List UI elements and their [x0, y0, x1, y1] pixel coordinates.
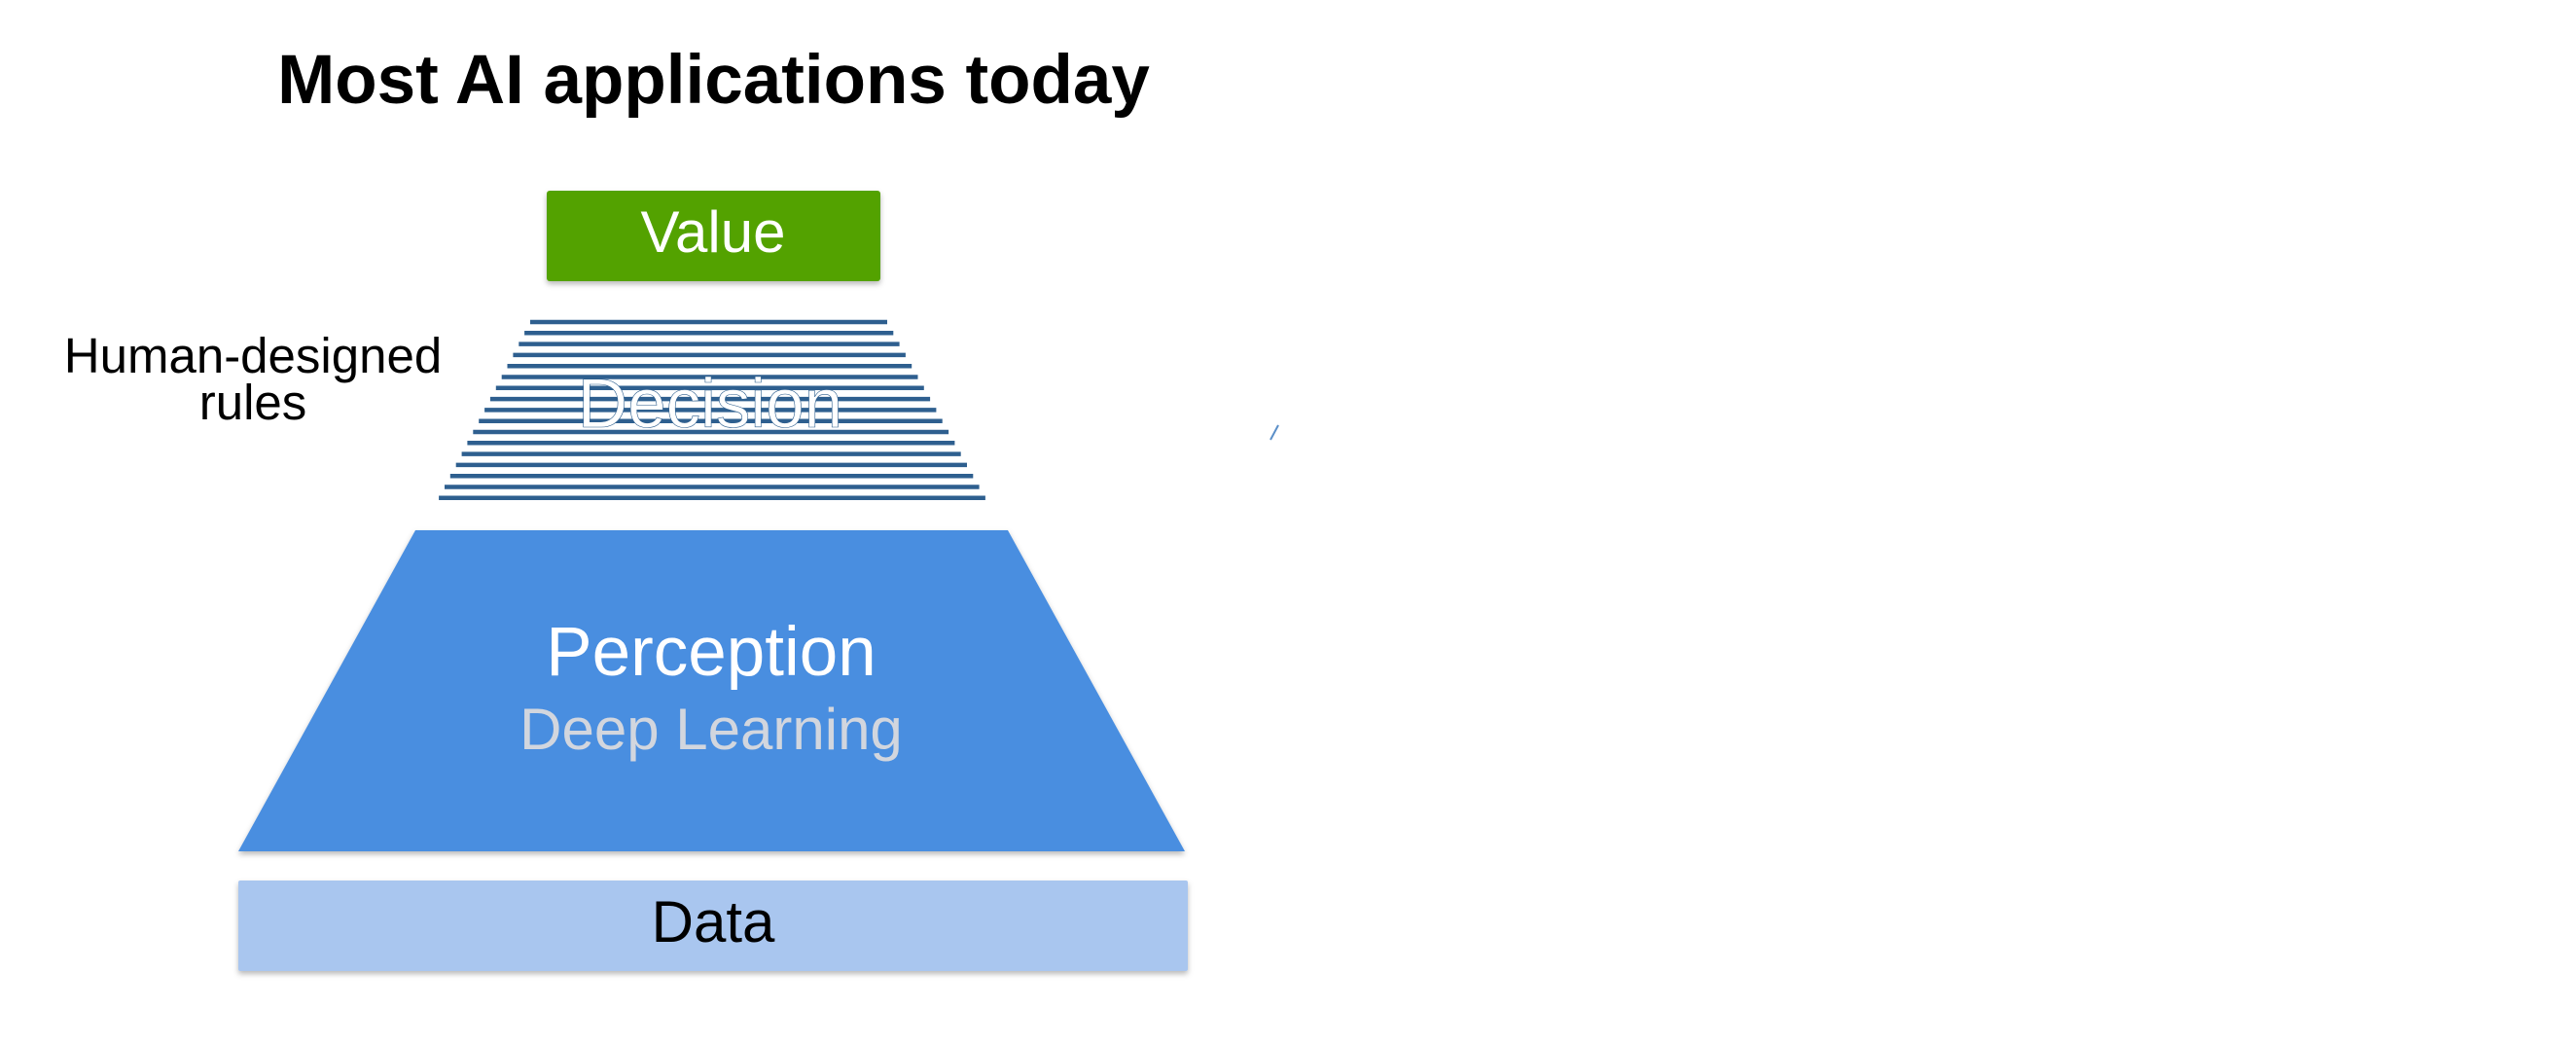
perception-trapezoid [238, 530, 1185, 851]
data-layer: Data [238, 881, 1188, 971]
perception-label: Perception [546, 614, 876, 691]
page-title: Most AI applications today [277, 42, 1150, 119]
side-label-line-1: Human-designed [63, 328, 443, 383]
deep-learning-label: Deep Learning [519, 697, 903, 762]
value-label: Value [640, 199, 785, 265]
stray-mark [1270, 424, 1279, 441]
data-box [238, 881, 1188, 971]
value-box [547, 191, 880, 281]
side-label-line-2: rules [198, 375, 307, 430]
decision-label: Decision [578, 366, 842, 443]
decision-layer: Decision [439, 319, 985, 501]
human-designed-rules-label: Human-designed rules [29, 328, 477, 430]
decision-stripes [439, 319, 985, 501]
data-label: Data [652, 889, 775, 954]
value-layer: Value [547, 191, 880, 281]
perception-layer: Perception Deep Learning [238, 530, 1185, 851]
